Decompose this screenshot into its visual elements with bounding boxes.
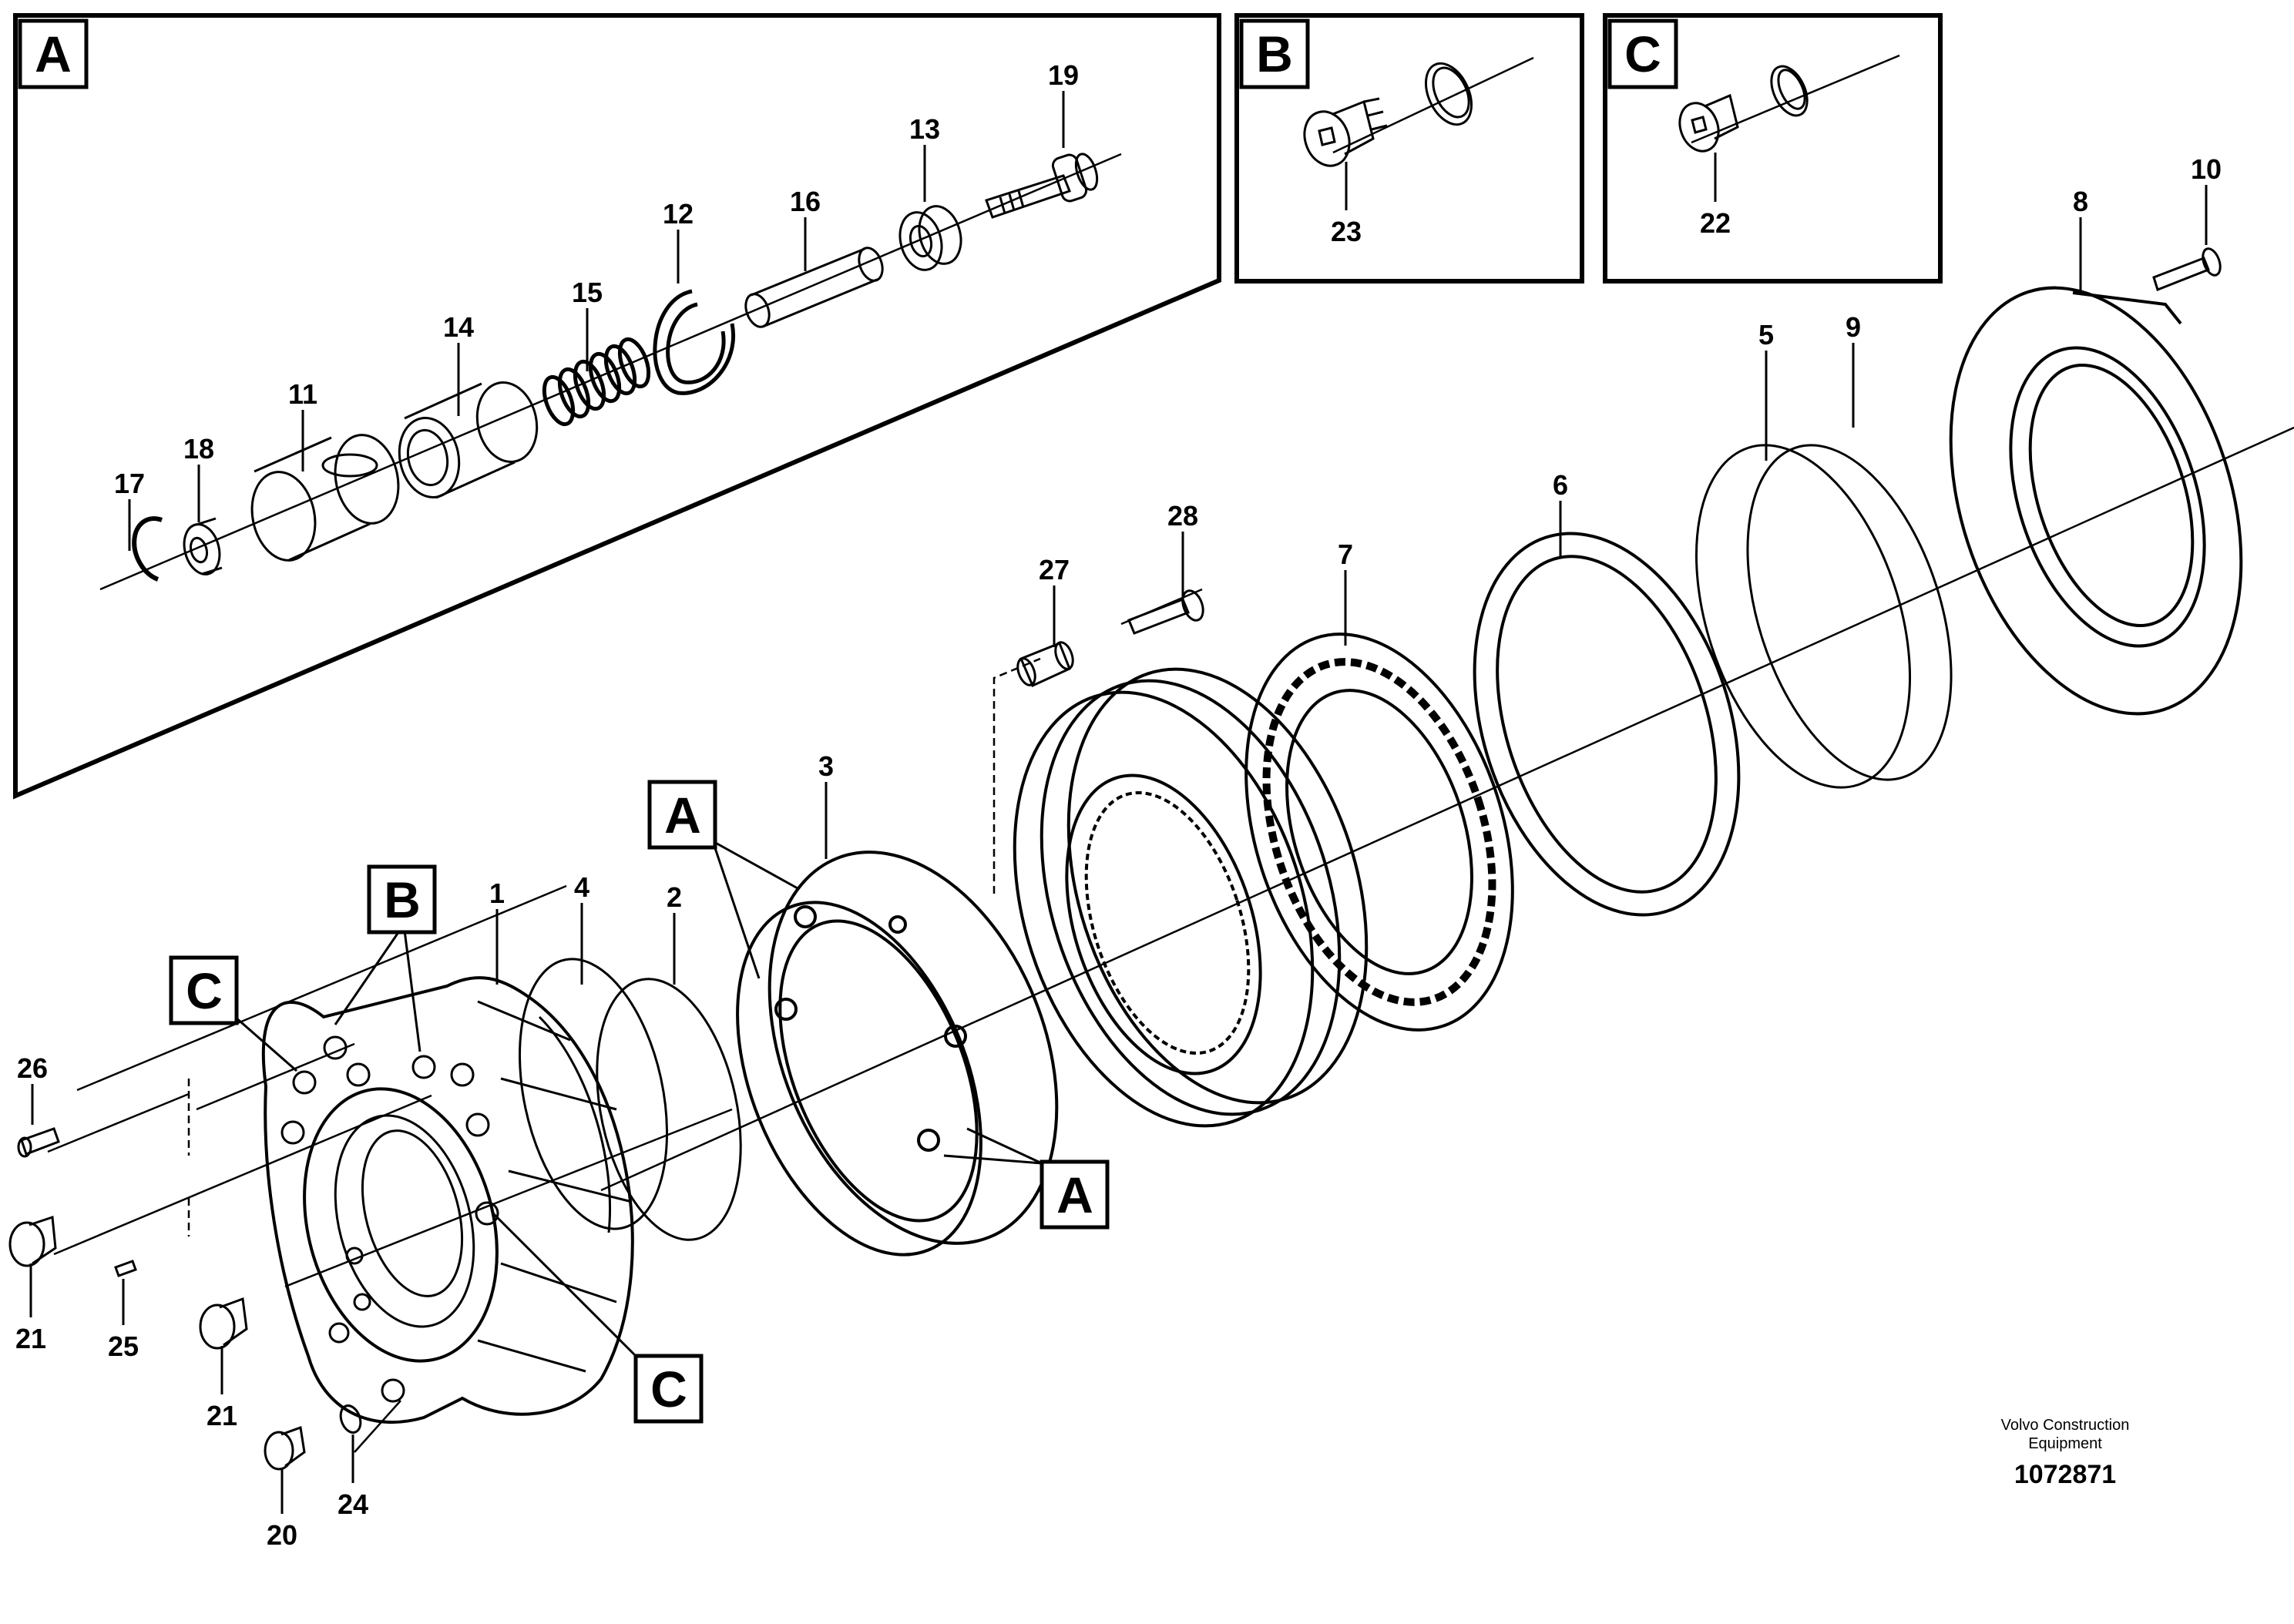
detail-box-c bbox=[1603, 13, 1943, 284]
part-label-12: 12 bbox=[663, 198, 694, 230]
part-label-11: 11 bbox=[288, 378, 317, 410]
part-6-plate bbox=[1473, 532, 1741, 917]
leader-lines bbox=[29, 91, 2208, 1514]
callout-letter-b: B bbox=[384, 871, 421, 928]
part-11-sleeve bbox=[250, 434, 400, 562]
part-20-plug bbox=[264, 1425, 306, 1471]
part-26-screw bbox=[17, 1127, 60, 1158]
detail-box-b bbox=[1234, 13, 1584, 284]
part-label-2: 2 bbox=[667, 881, 682, 913]
credit-line-1: Volvo Construction bbox=[2001, 1417, 2130, 1434]
part-13-washer bbox=[898, 205, 962, 271]
part-22-o-ring bbox=[1770, 65, 1809, 117]
part-4-seal bbox=[519, 958, 668, 1230]
housing-bolt-holes bbox=[280, 1035, 499, 1403]
part-label-16: 16 bbox=[790, 186, 821, 217]
part-label-21-upper: 21 bbox=[15, 1323, 46, 1354]
callout-letter-a-lower: A bbox=[1056, 1166, 1093, 1223]
main-axis-line bbox=[600, 426, 2294, 1192]
part-21-plug-lower bbox=[199, 1297, 248, 1350]
part-label-26: 26 bbox=[17, 1052, 48, 1084]
part-number-labels: 1 2 3 4 5 6 7 8 9 10 11 12 13 14 15 16 1… bbox=[15, 59, 2222, 1551]
callout-letter-c-bottom: C bbox=[650, 1361, 687, 1418]
part-label-20: 20 bbox=[267, 1519, 297, 1551]
part-label-1: 1 bbox=[489, 877, 505, 909]
part-label-10: 10 bbox=[2191, 153, 2222, 185]
credit-block: Volvo Construction Equipment 1072871 bbox=[2001, 1417, 2130, 1489]
part-28-bolt bbox=[1127, 589, 1204, 635]
part-8-cover bbox=[1949, 286, 2243, 716]
part-27-sleeve bbox=[1016, 641, 1074, 688]
part-label-3: 3 bbox=[818, 750, 834, 782]
detail-box-letters: A B C bbox=[35, 25, 1661, 82]
part-16-pin bbox=[744, 247, 884, 328]
part-label-9: 9 bbox=[1846, 311, 1861, 343]
part-25-screw bbox=[114, 1260, 137, 1277]
detail-box-c-letter: C bbox=[1624, 25, 1661, 82]
detail-box-a bbox=[13, 13, 1221, 800]
part-label-15: 15 bbox=[572, 277, 603, 308]
callout-letter-a-upper: A bbox=[664, 787, 701, 844]
part-label-7: 7 bbox=[1338, 539, 1353, 570]
part-5-seal bbox=[1694, 444, 1912, 789]
detail-box-a-label-frame bbox=[18, 18, 89, 89]
part-10-bolt bbox=[2152, 247, 2222, 291]
detail-box-c-label-frame bbox=[1607, 18, 1678, 89]
part-label-14: 14 bbox=[443, 311, 474, 343]
part-1-housing bbox=[261, 976, 634, 1424]
document-number: 1072871 bbox=[2014, 1460, 2116, 1489]
callout-letter-c-left: C bbox=[186, 962, 223, 1019]
part-18-washer bbox=[183, 517, 223, 575]
part-label-19: 19 bbox=[1048, 59, 1079, 91]
part-24-o-ring bbox=[339, 1404, 362, 1434]
part-label-22: 22 bbox=[1700, 207, 1731, 239]
part-12-circlip bbox=[653, 289, 735, 395]
part-label-17: 17 bbox=[114, 468, 145, 499]
part-label-18: 18 bbox=[183, 433, 214, 465]
credit-line-2: Equipment bbox=[2028, 1435, 2102, 1452]
detail-box-a-letter: A bbox=[35, 25, 72, 82]
part-label-8: 8 bbox=[2073, 186, 2088, 217]
part-9-seal bbox=[1746, 444, 1953, 781]
part-22-plug bbox=[1678, 93, 1739, 153]
part-23-o-ring bbox=[1424, 62, 1473, 126]
callout-letters: A A B C C bbox=[186, 787, 1093, 1418]
part-17-snap-ring bbox=[132, 516, 163, 582]
part-15-spring bbox=[542, 337, 651, 427]
part-2-seal bbox=[596, 978, 742, 1241]
part-3-piston bbox=[736, 851, 1059, 1257]
part-label-21-lower: 21 bbox=[207, 1400, 237, 1431]
detail-box-b-letter: B bbox=[1256, 25, 1293, 82]
detail-box-b-label-frame bbox=[1239, 18, 1310, 89]
part-label-27: 27 bbox=[1039, 554, 1070, 586]
part-label-13: 13 bbox=[909, 113, 940, 145]
part-19-bolt bbox=[985, 153, 1099, 219]
part-label-25: 25 bbox=[108, 1330, 139, 1362]
part-14-bushing bbox=[398, 381, 539, 499]
disc-pack bbox=[1013, 667, 1369, 1128]
part-label-24: 24 bbox=[338, 1488, 368, 1520]
part-label-23: 23 bbox=[1331, 216, 1362, 247]
part-21-plug-upper bbox=[8, 1215, 57, 1267]
part-23-plug bbox=[1303, 97, 1388, 167]
part-label-5: 5 bbox=[1758, 319, 1774, 351]
part-label-28: 28 bbox=[1167, 500, 1198, 532]
part-label-6: 6 bbox=[1553, 469, 1568, 501]
part-7-friction-disc bbox=[1244, 632, 1514, 1032]
callout-boxes bbox=[169, 780, 1110, 1424]
part-label-4: 4 bbox=[574, 871, 589, 903]
